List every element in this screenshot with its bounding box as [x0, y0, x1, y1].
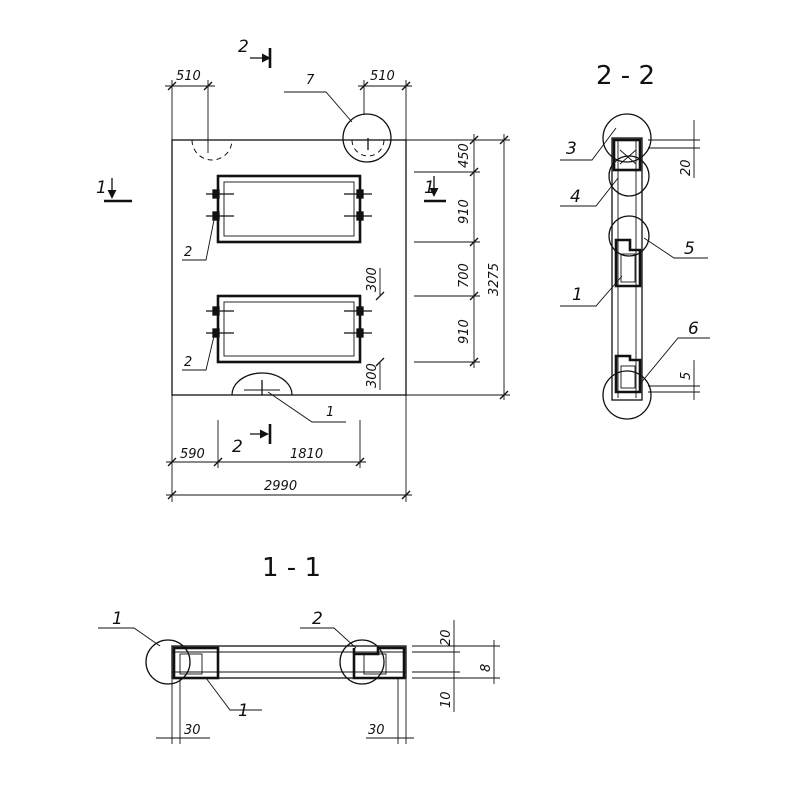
callout-2-s11: 2: [312, 609, 323, 629]
dim-5-s22: 5: [679, 372, 694, 380]
dim-910-b: 910: [457, 319, 472, 344]
cut-1-right: 1: [424, 178, 435, 198]
callout-2-upper: 2: [184, 245, 192, 260]
dim-510-right: 510: [370, 69, 395, 84]
callout-1-s22: 1: [572, 285, 583, 305]
cut-2-top: 2: [238, 37, 249, 57]
section-1-1-slab: [171, 645, 407, 679]
dim-300-b: 300: [365, 363, 380, 388]
dim-30-left: 30: [184, 723, 201, 738]
dim-10-s11: 10: [439, 691, 454, 708]
dim-300-a: 300: [365, 267, 380, 292]
detail-circle-7: [342, 113, 392, 163]
dim-590: 590: [180, 447, 205, 462]
opening-frame-upper: [216, 174, 362, 244]
section-2-2: 2 - 2 20 5 3 4: [560, 61, 710, 420]
plan-view: 510 510 2 7 1 1: [96, 37, 510, 502]
dim-450: 450: [457, 143, 472, 168]
slab-outline: [171, 139, 407, 396]
callout-5: 5: [684, 239, 695, 259]
section-2-2-slab: [611, 137, 643, 401]
loop-left-top: [191, 139, 233, 161]
dim-20-s22: 20: [679, 159, 694, 176]
dim-3275: 3275: [487, 263, 502, 296]
cut-1-left: 1: [96, 178, 107, 198]
callout-2-lower: 2: [184, 355, 192, 370]
callout-3: 3: [566, 139, 577, 159]
dim-8-s11: 8: [479, 664, 494, 672]
section-1-1: 1 - 1 20 8 10: [98, 553, 500, 744]
dim-1810: 1810: [290, 447, 323, 462]
callout-6: 6: [688, 319, 699, 339]
callout-4: 4: [570, 187, 581, 207]
dim-2990: 2990: [264, 479, 297, 494]
opening-frame-lower: [216, 294, 362, 364]
callout-1-s11-top: 1: [112, 609, 123, 629]
section-2-2-title: 2 - 2: [596, 61, 655, 91]
dim-20-s11: 20: [439, 629, 454, 646]
dim-700: 700: [457, 263, 472, 288]
callout-1-plan: 1: [326, 405, 334, 420]
callout-1-s11-bottom: 1: [238, 701, 249, 721]
dim-510-left: 510: [176, 69, 201, 84]
dim-910-a: 910: [457, 199, 472, 224]
section-1-1-title: 1 - 1: [262, 553, 321, 583]
cut-2-bottom: 2: [232, 437, 243, 457]
loop-bottom: [231, 372, 293, 396]
dim-30-right: 30: [368, 723, 385, 738]
callout-7: 7: [306, 73, 315, 88]
